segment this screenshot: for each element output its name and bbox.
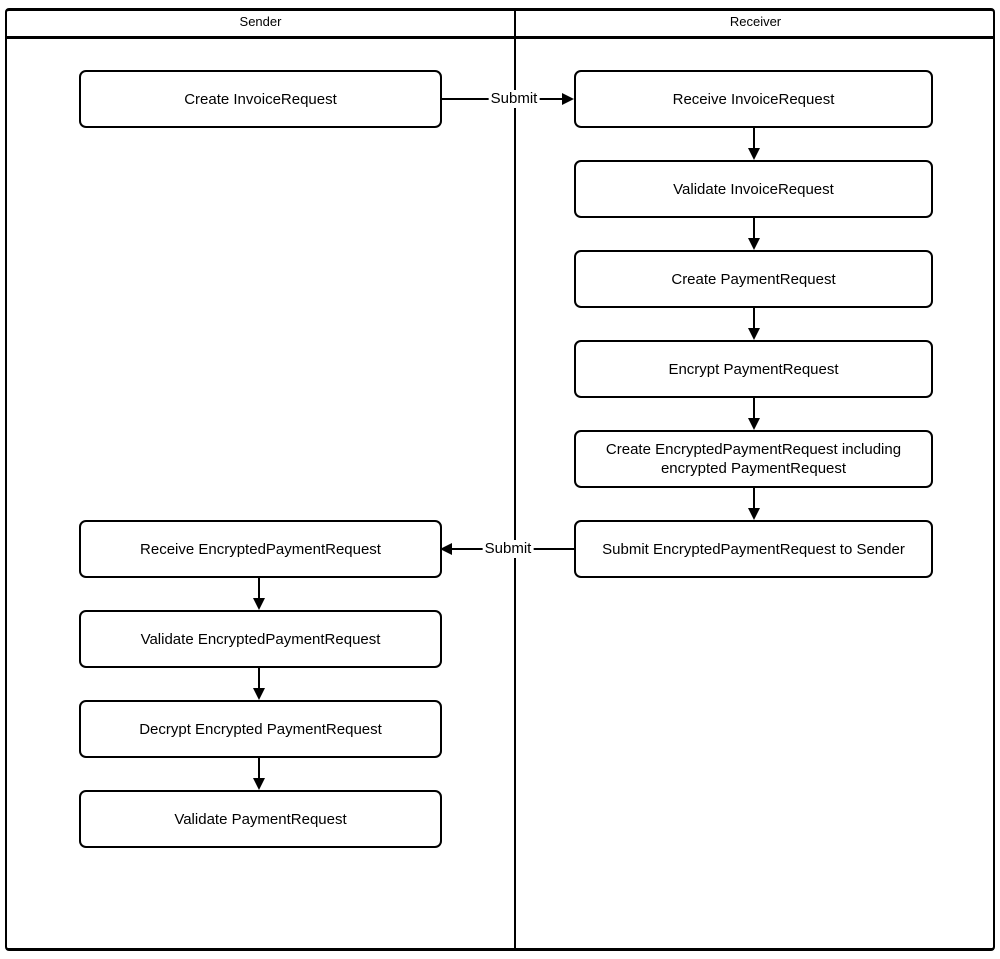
node-validate-encryptedpaymentrequest: Validate EncryptedPaymentRequest xyxy=(79,610,442,668)
node-submit-encryptedpaymentrequest: Submit EncryptedPaymentRequest to Sender xyxy=(574,520,933,578)
arrowhead-down-icon xyxy=(748,148,760,160)
arrowhead-left-icon xyxy=(440,543,452,555)
lane-divider xyxy=(514,8,516,948)
arrowhead-down-icon xyxy=(748,328,760,340)
arrowhead-down-icon xyxy=(748,418,760,430)
arrowhead-right-icon xyxy=(562,93,574,105)
swimlane-frame xyxy=(5,8,995,951)
edge-label-submit-encrypted: Submit xyxy=(482,540,534,558)
edge-line xyxy=(753,308,755,329)
node-create-encryptedpaymentrequest: Create EncryptedPaymentRequest including… xyxy=(574,430,933,488)
node-validate-paymentrequest: Validate PaymentRequest xyxy=(79,790,442,848)
lane-title-sender: Sender xyxy=(239,14,282,29)
arrowhead-down-icon xyxy=(748,508,760,520)
arrowhead-down-icon xyxy=(748,238,760,250)
edge-line xyxy=(753,488,755,509)
node-encrypt-paymentrequest: Encrypt PaymentRequest xyxy=(574,340,933,398)
lane-title-receiver: Receiver xyxy=(729,14,782,29)
node-validate-invoicerequest: Validate InvoiceRequest xyxy=(574,160,933,218)
arrowhead-down-icon xyxy=(253,778,265,790)
arrowhead-down-icon xyxy=(253,598,265,610)
node-decrypt-encrypted-paymentrequest: Decrypt Encrypted PaymentRequest xyxy=(79,700,442,758)
edge-line xyxy=(753,128,755,149)
edge-line xyxy=(258,758,260,779)
edge-line xyxy=(753,218,755,239)
edge-line xyxy=(258,668,260,689)
edge-line xyxy=(258,578,260,599)
node-create-invoicerequest: Create InvoiceRequest xyxy=(79,70,442,128)
edge-line xyxy=(753,398,755,419)
node-create-paymentrequest: Create PaymentRequest xyxy=(574,250,933,308)
arrowhead-down-icon xyxy=(253,688,265,700)
node-receive-encryptedpaymentrequest: Receive EncryptedPaymentRequest xyxy=(79,520,442,578)
edge-label-submit-invoice: Submit xyxy=(488,90,540,108)
lane-header-separator xyxy=(5,36,995,39)
node-receive-invoicerequest: Receive InvoiceRequest xyxy=(574,70,933,128)
